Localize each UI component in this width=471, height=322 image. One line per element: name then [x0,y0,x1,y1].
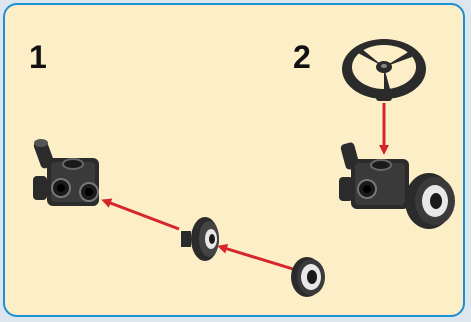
arrow-bushing-to-block [101,198,180,231]
wheel-assembly-icon [339,142,455,229]
instruction-panel: 1 2 [3,3,465,317]
tire-icon [291,257,325,297]
step-number-1: 1 [29,39,47,75]
arrow-tire-to-bushing [217,243,294,271]
step-number-2: 2 [293,39,311,75]
bushing-icon [181,217,219,261]
steering-wheel-icon [342,39,426,101]
connector-block-icon [33,139,99,206]
instruction-illustration [33,39,455,297]
